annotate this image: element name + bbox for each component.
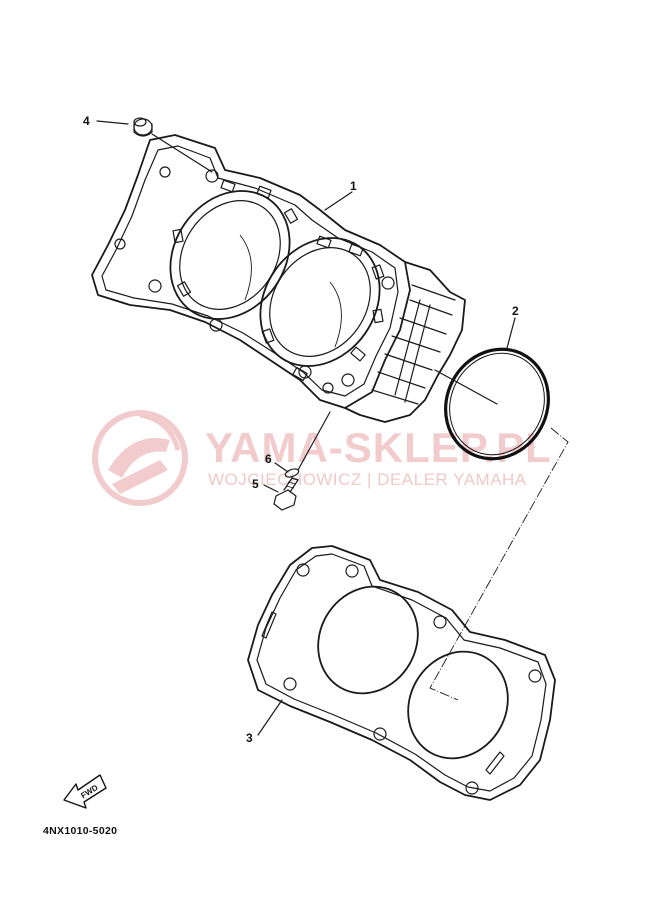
bore-front-shading xyxy=(239,234,252,301)
cylinder-flange-inner xyxy=(101,145,399,397)
flange-bolt-hole xyxy=(159,166,171,178)
fwd-arrow-icon: FWD xyxy=(63,774,107,809)
bore-tabs xyxy=(172,179,385,382)
gasket-slot xyxy=(485,751,505,775)
watermark-title: YAMA-SKLEP.PL xyxy=(205,424,552,471)
callout-6[interactable]: 6 xyxy=(265,452,272,466)
cylinder-bore-rear xyxy=(259,237,381,367)
callout-1[interactable]: 1 xyxy=(350,179,357,193)
gasket-outline xyxy=(247,545,556,801)
gasket-bore-rear xyxy=(407,650,509,760)
watermark: YAMA-SKLEP.PL WOJCIECHOWICZ | DEALER YAM… xyxy=(92,410,552,506)
gasket-slot xyxy=(261,611,277,639)
gasket-bolt-hole xyxy=(296,563,310,577)
flange-bolt-hole xyxy=(381,276,395,290)
cylinder-bore-rear-inner xyxy=(269,247,371,357)
bolt xyxy=(273,477,299,511)
cylinder-gasket xyxy=(247,545,556,801)
cylinder-flange-outline xyxy=(91,134,411,409)
cylinder-bore-front xyxy=(169,190,291,320)
flange-bolt-hole xyxy=(148,279,162,293)
gasket-bolt-hole xyxy=(345,564,359,578)
gasket-bolt-hole xyxy=(373,727,387,741)
gasket-inner-outline xyxy=(256,553,547,792)
flange-bolt-hole xyxy=(322,382,334,394)
cylinder-block xyxy=(91,134,466,423)
watermark-logo xyxy=(92,410,188,506)
flange-bolt-hole xyxy=(114,238,126,250)
callout-4[interactable]: 4 xyxy=(83,114,90,128)
gasket-bolt-hole xyxy=(283,677,297,691)
gasket-bolt-hole xyxy=(433,615,447,629)
callout-3[interactable]: 3 xyxy=(246,731,253,745)
flange-bolt-hole xyxy=(205,169,219,183)
flange-bolt-hole xyxy=(341,373,355,387)
gasket-bore-front xyxy=(317,585,419,695)
callout-2[interactable]: 2 xyxy=(512,304,519,318)
dowel-pin xyxy=(133,117,153,137)
gasket-bolt-hole xyxy=(465,781,479,795)
washer xyxy=(284,468,300,478)
cooling-fins xyxy=(371,284,456,405)
leader-lines xyxy=(96,120,569,736)
cylinder-lower-body xyxy=(344,261,466,423)
callout-5[interactable]: 5 xyxy=(252,477,259,491)
bore-rear-shading xyxy=(329,281,342,348)
gasket-bolt-hole xyxy=(528,669,542,683)
diagram-part-number: 4NX1010-5020 xyxy=(43,825,117,837)
